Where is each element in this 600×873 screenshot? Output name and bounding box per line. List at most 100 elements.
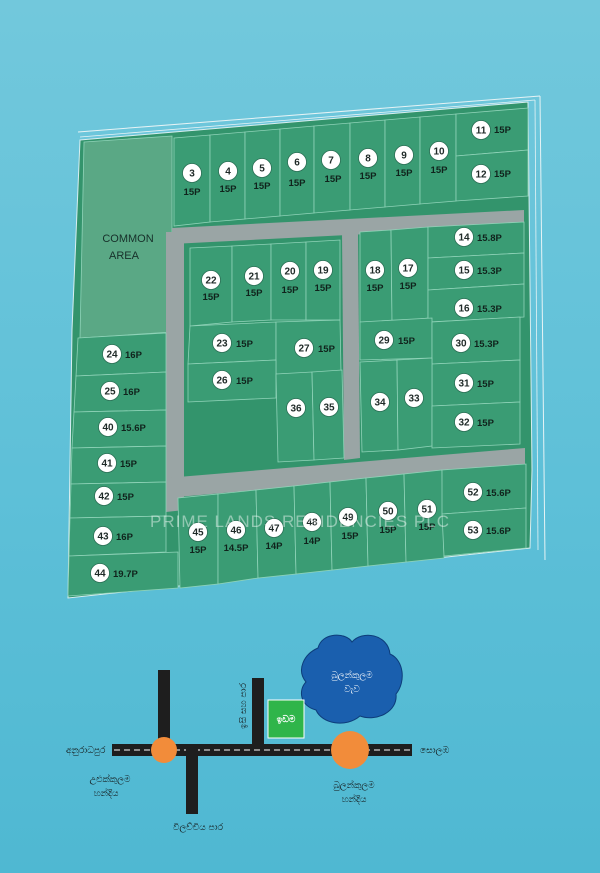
- lot-shape: [427, 221, 525, 259]
- lot-size: 15P: [494, 125, 512, 136]
- lot-size: 15.6P: [121, 423, 146, 434]
- lot-35: 35: [311, 369, 345, 461]
- lot-number: 16: [458, 304, 470, 315]
- road-south: [166, 448, 525, 498]
- lot-number-badge: [454, 412, 474, 432]
- lot-number-badge: [358, 148, 378, 168]
- lot-number-badge: [394, 145, 414, 165]
- lot-size: 15P: [398, 336, 416, 347]
- lot-number: 47: [268, 524, 280, 535]
- lot-number-badge: [244, 266, 264, 286]
- lot-size: 15P: [184, 187, 202, 198]
- lot-size: 15P: [282, 285, 300, 296]
- lot-shape: [359, 317, 433, 361]
- lot-number-badge: [319, 397, 339, 417]
- lot-number: 43: [97, 532, 109, 543]
- lot-number-badge: [454, 373, 474, 393]
- lot-number-badge: [93, 526, 113, 546]
- lot-number: 26: [216, 376, 228, 387]
- lot-number-badge: [94, 486, 114, 506]
- site-plan: COMMON AREA 315P415P515P615P715P815P915P…: [67, 95, 546, 599]
- common-area-label-2: AREA: [109, 250, 140, 262]
- road-left-south: [186, 748, 198, 814]
- lot-number: 23: [216, 339, 228, 350]
- lot-size: 15P: [494, 169, 512, 180]
- lot-number-badge: [212, 333, 232, 353]
- lot-size: 15P: [396, 168, 414, 179]
- lot-size: 15.3P: [474, 339, 499, 350]
- lot-12: 12 15P: [455, 149, 529, 202]
- lot-shape: [441, 463, 527, 515]
- lot-number-badge: [252, 158, 272, 178]
- boundary-line-right: [539, 95, 546, 561]
- lot-shape: [67, 551, 179, 597]
- junction-west-icon: [151, 737, 177, 763]
- lot-size: 15P: [220, 184, 238, 195]
- lot-size: 15P: [419, 522, 437, 533]
- lot-size: 15.3P: [477, 266, 502, 277]
- boundary-line-top-2: [79, 99, 536, 138]
- lot-number-badge: [454, 227, 474, 247]
- boundary-line-right-2: [534, 99, 539, 551]
- lot-shape: [431, 359, 521, 407]
- lot-number: 45: [192, 528, 204, 539]
- lot-size: 14P: [266, 541, 284, 552]
- lot-shape: [305, 239, 341, 321]
- lot-shape: [431, 401, 521, 449]
- lot-number: 25: [104, 387, 116, 398]
- lot-size: 15P: [318, 344, 336, 355]
- lot-number: 18: [369, 266, 381, 277]
- lot-number: 34: [374, 398, 386, 409]
- lot-43: 43 16P: [68, 515, 167, 557]
- lot-number-badge: [102, 344, 122, 364]
- lot-shape: [455, 107, 529, 157]
- junction-east-label-1: බුලන්කුලම: [333, 780, 375, 791]
- boundary-line-top: [77, 95, 541, 133]
- lot-number-badge: [398, 258, 418, 278]
- lot-number-badge: [374, 330, 394, 350]
- lot-number: 12: [475, 170, 487, 181]
- lot-size: 15P: [367, 283, 385, 294]
- lot-number-badge: [226, 520, 246, 540]
- lot-size: 15P: [360, 171, 378, 182]
- lot-size: 15P: [236, 376, 254, 387]
- lot-number: 51: [421, 505, 433, 516]
- lot-number-badge: [471, 120, 491, 140]
- lake-label-1: බුලන්කුලම: [331, 670, 373, 681]
- lot-number-badge: [454, 260, 474, 280]
- lot-size: 15P: [254, 181, 272, 192]
- road-north: [172, 210, 524, 244]
- lot-26: 26 15P: [187, 359, 277, 403]
- site-label: ඉඩම: [277, 714, 296, 725]
- lot-size: 15.6P: [486, 526, 511, 537]
- lot-size: 15.6P: [486, 488, 511, 499]
- junction-west-label-2: හන්දිය: [94, 788, 119, 799]
- road-west: [166, 232, 184, 512]
- location-sketch: බුලන්කුලම වැව ඉඩම ඉසි සහ පාර අනුරාධපුර ස…: [66, 634, 449, 833]
- lot-number: 11: [476, 126, 487, 137]
- west-town-label: අනුරාධපුර: [66, 746, 106, 756]
- lot-size: 16P: [116, 532, 134, 543]
- lot-shape: [68, 515, 167, 557]
- lot-size: 15P: [203, 292, 221, 303]
- lot-size: 15P: [431, 165, 449, 176]
- lot-size: 19.7P: [113, 569, 138, 580]
- south-road-label: විලච්චිය පාර: [173, 822, 224, 833]
- lot-number-badge: [97, 453, 117, 473]
- lot-size: 15P: [342, 531, 360, 542]
- lake-label-2: වැව: [344, 685, 360, 695]
